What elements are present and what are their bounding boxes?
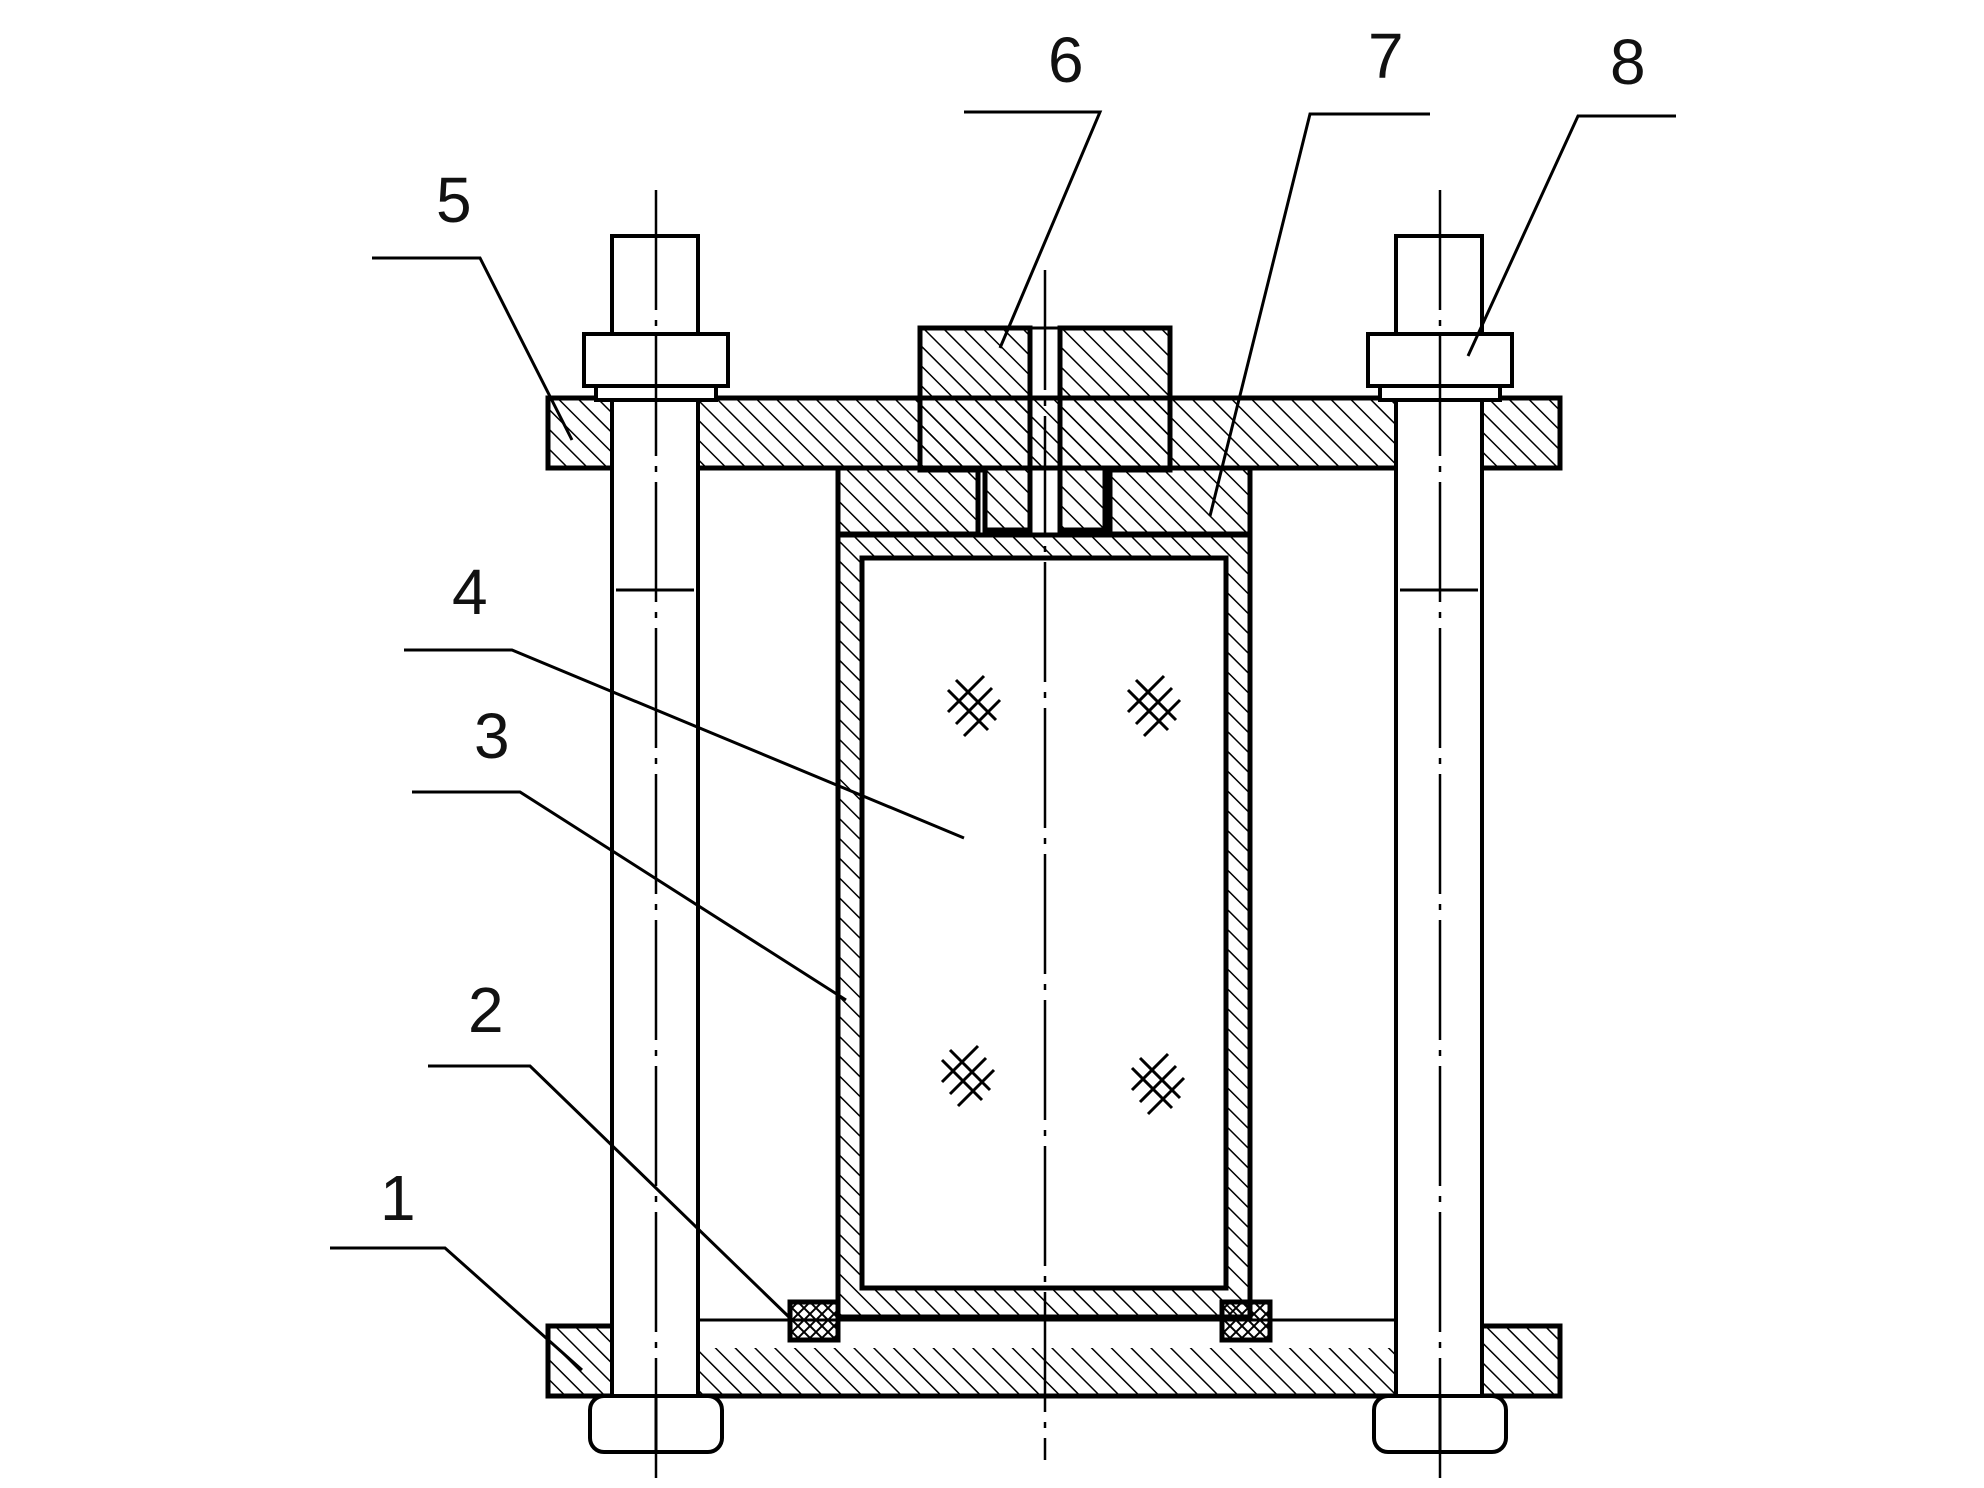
center-lines: [654, 190, 1442, 1488]
callout-1: 1: [380, 1162, 416, 1234]
callout-5: 5: [436, 164, 472, 236]
callout-4: 4: [452, 556, 488, 628]
leader-lines: [330, 110, 1676, 1372]
loading-head: [917, 325, 1173, 533]
clamp-block: [835, 465, 1253, 537]
top-plate: [545, 395, 1563, 471]
specimen: [940, 674, 1186, 1116]
callout-6: 6: [1048, 24, 1084, 96]
callout-labels: 1 2 3 4 5 6 7 8: [380, 20, 1646, 1234]
callout-8: 8: [1610, 26, 1646, 98]
callout-3: 3: [474, 700, 510, 772]
callout-7: 7: [1368, 20, 1404, 92]
callout-2: 2: [468, 974, 504, 1046]
